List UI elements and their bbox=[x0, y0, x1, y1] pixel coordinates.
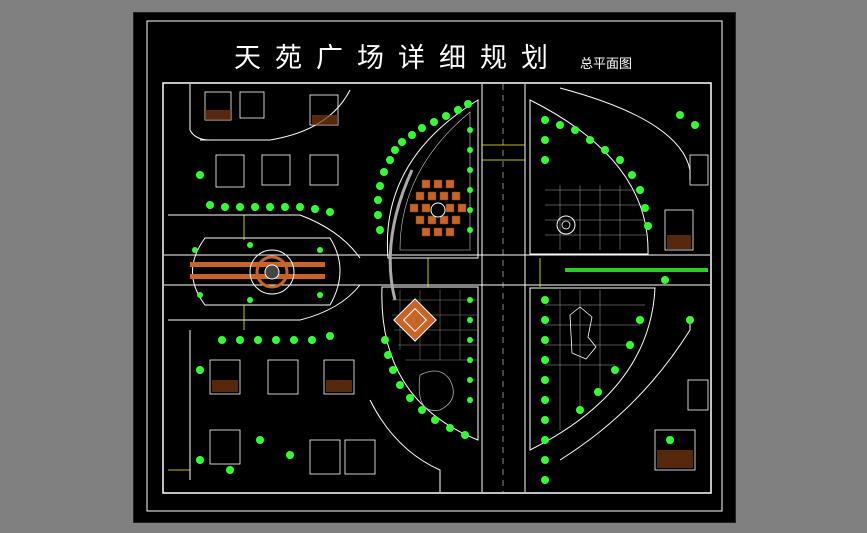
plaza-northeast bbox=[529, 99, 649, 255]
east-curved-roads bbox=[559, 87, 691, 461]
boulevard-tree-line bbox=[565, 268, 708, 272]
curved-roads bbox=[168, 84, 441, 492]
cross-road bbox=[164, 254, 710, 286]
drawing-subtitle: 总平面图 bbox=[580, 57, 633, 72]
tree-masses bbox=[192, 100, 699, 484]
plan-border bbox=[162, 82, 712, 494]
main-road bbox=[481, 84, 526, 492]
outer-frame bbox=[146, 20, 723, 512]
arc-walkway bbox=[388, 169, 414, 301]
plaza-northwest bbox=[386, 99, 479, 259]
building-blocks bbox=[204, 91, 709, 475]
plaza-southeast bbox=[529, 287, 656, 451]
oval-plaza bbox=[190, 237, 341, 306]
building-blocks-shaded bbox=[205, 110, 693, 468]
plaza-southwest bbox=[381, 286, 479, 441]
drawing-sheet bbox=[133, 12, 736, 523]
dimension-marks bbox=[168, 144, 541, 471]
drawing-title: 天苑广场详细规划 bbox=[234, 43, 562, 74]
